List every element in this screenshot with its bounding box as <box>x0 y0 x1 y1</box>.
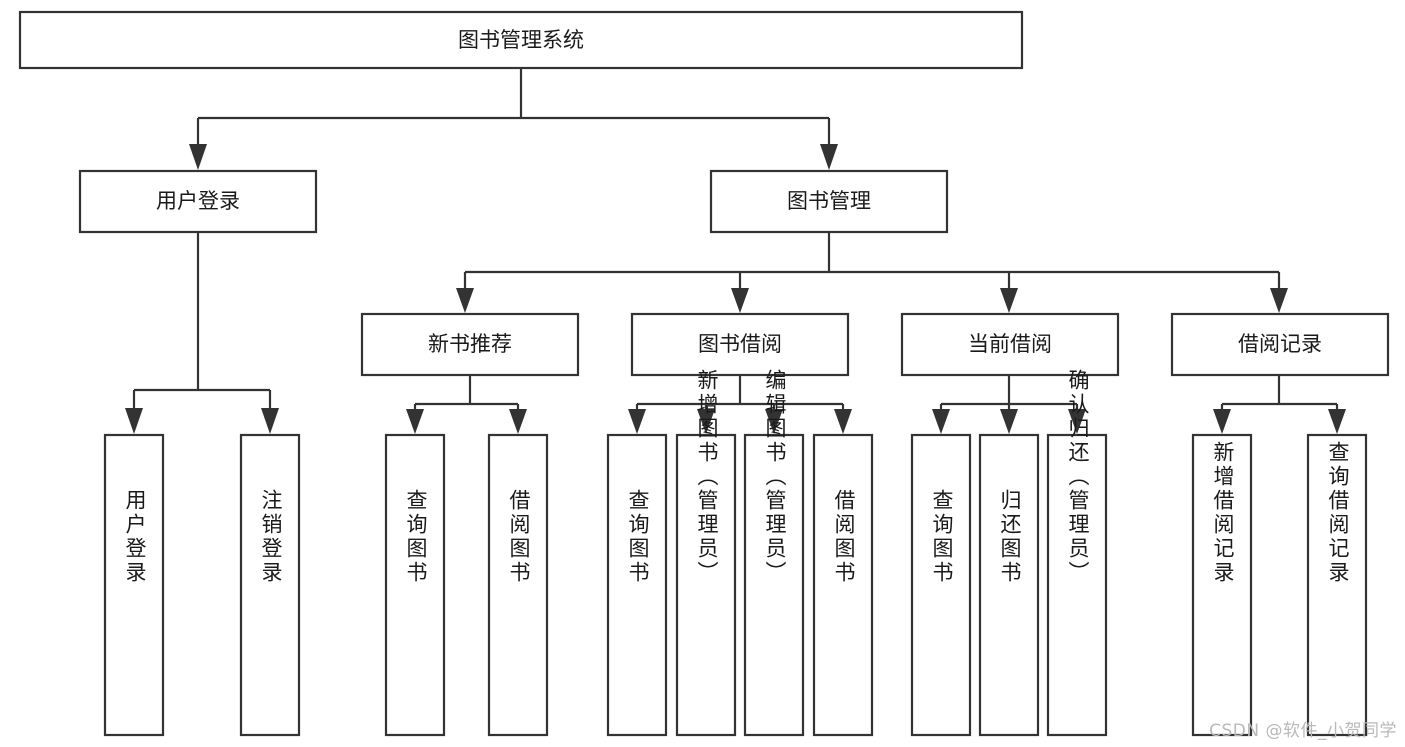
arrow-to-leaf-user-login <box>125 408 143 434</box>
node-user-login-box[interactable] <box>78 169 318 234</box>
connector-group-user-login <box>125 232 279 434</box>
leaf-query-book-2-box[interactable] <box>606 433 668 737</box>
node-current-borrow-box[interactable] <box>900 312 1120 377</box>
leaf-borrow-book-2-label: 借阅图书 <box>832 489 856 585</box>
leaf-borrow-book-1-box[interactable] <box>487 433 549 737</box>
leaf-query-record-box[interactable] <box>1306 433 1368 737</box>
connector-group-borrow-record <box>1213 375 1346 434</box>
leaf-borrow-book-1-label: 借阅图书 <box>507 489 531 585</box>
arrow-root-to-book-manage <box>820 144 838 170</box>
leaf-user-login-label: 用户登录 <box>123 489 147 585</box>
arrow-to-leaf-borrow-book-1 <box>509 409 527 434</box>
node-borrow-record[interactable]: 借阅记录 <box>1170 312 1390 377</box>
node-current-borrow[interactable]: 当前借阅 <box>900 312 1120 377</box>
leaf-confirm-return-label: 确认归还（管理员） <box>1066 369 1090 585</box>
node-root-box[interactable] <box>18 10 1024 70</box>
leaf-logout-label: 注销登录 <box>259 489 283 585</box>
leaf-query-book-3-box[interactable] <box>910 433 972 737</box>
arrow-to-borrow-record <box>1270 288 1288 313</box>
leaf-add-book[interactable]: 新增图书（管理员） <box>675 369 737 737</box>
connector-group-book-manage <box>456 232 1288 313</box>
leaf-return-book-box[interactable] <box>978 433 1040 737</box>
leaf-logout[interactable]: 注销登录 <box>239 433 301 737</box>
arrow-to-leaf-query-record <box>1328 409 1346 434</box>
arrow-to-leaf-borrow-book-2 <box>834 409 852 434</box>
arrow-to-current-borrow <box>1000 288 1018 313</box>
leaf-edit-book-label: 编辑图书（管理员） <box>763 369 787 585</box>
arrow-to-leaf-query-book-3 <box>932 409 950 434</box>
node-new-book-rec-label: 新书推荐 <box>428 332 512 356</box>
leaf-query-record-label: 查询借阅记录 <box>1326 441 1350 585</box>
arrow-to-book-borrow <box>731 288 749 313</box>
leaf-borrow-book-1[interactable]: 借阅图书 <box>487 433 549 737</box>
arrow-to-leaf-logout <box>261 408 279 434</box>
leaf-user-login[interactable]: 用户登录 <box>103 433 165 737</box>
node-current-borrow-label: 当前借阅 <box>968 332 1052 356</box>
node-user-login-label: 用户登录 <box>156 189 240 213</box>
leaf-query-book-3-label: 查询图书 <box>930 489 954 585</box>
arrow-to-leaf-add-record <box>1213 409 1231 434</box>
node-book-borrow-label: 图书借阅 <box>698 332 782 356</box>
arrow-to-leaf-query-book-1 <box>406 409 424 434</box>
connector-group-current-borrow <box>932 375 1086 434</box>
leaf-add-record[interactable]: 新增借阅记录 <box>1191 433 1253 737</box>
leaf-borrow-book-2[interactable]: 借阅图书 <box>812 433 874 737</box>
node-new-book-rec[interactable]: 新书推荐 <box>360 312 580 377</box>
leaf-return-book-label: 归还图书 <box>998 489 1022 585</box>
leaf-confirm-return-box[interactable] <box>1046 433 1108 737</box>
connector-group-book-borrow <box>628 375 852 434</box>
node-book-manage-label: 图书管理 <box>787 189 871 213</box>
leaf-user-login-box[interactable] <box>103 433 165 737</box>
arrow-to-leaf-return-book <box>1000 409 1018 434</box>
node-new-book-rec-box[interactable] <box>360 312 580 377</box>
leaf-query-book-2-label: 查询图书 <box>626 489 650 585</box>
node-root[interactable]: 图书管理系统 <box>18 10 1024 70</box>
leaf-add-book-label: 新增图书（管理员） <box>695 369 719 585</box>
node-borrow-record-label: 借阅记录 <box>1238 332 1322 356</box>
node-book-borrow-box[interactable] <box>630 312 850 377</box>
arrow-to-leaf-add-book <box>697 409 715 434</box>
node-root-label: 图书管理系统 <box>458 28 584 52</box>
node-book-borrow[interactable]: 图书借阅 <box>630 312 850 377</box>
node-book-manage[interactable]: 图书管理 <box>709 169 949 234</box>
leaf-add-book-box[interactable] <box>675 433 737 737</box>
node-user-login[interactable]: 用户登录 <box>78 169 318 234</box>
node-book-manage-box[interactable] <box>709 169 949 234</box>
leaf-query-book-1[interactable]: 查询图书 <box>384 433 446 737</box>
leaf-edit-book-box[interactable] <box>743 433 805 737</box>
arrow-to-leaf-query-book-2 <box>628 409 646 434</box>
leaf-logout-box[interactable] <box>239 433 301 737</box>
connector-group-root <box>189 68 838 170</box>
leaf-borrow-book-2-box[interactable] <box>812 433 874 737</box>
arrow-to-leaf-edit-book <box>765 409 783 434</box>
leaf-query-book-1-box[interactable] <box>384 433 446 737</box>
leaf-confirm-return[interactable]: 确认归还（管理员） <box>1046 369 1108 737</box>
node-borrow-record-box[interactable] <box>1170 312 1390 377</box>
arrow-to-new-book-rec <box>456 288 474 313</box>
leaf-query-book-2[interactable]: 查询图书 <box>606 433 668 737</box>
leaf-add-record-label: 新增借阅记录 <box>1211 441 1235 585</box>
leaf-add-record-box[interactable] <box>1191 433 1253 737</box>
leaf-query-record[interactable]: 查询借阅记录 <box>1306 433 1368 737</box>
arrow-to-leaf-confirm-return <box>1068 409 1086 434</box>
arrow-root-to-user-login <box>189 144 207 170</box>
connector-group-new-book-rec <box>406 375 527 434</box>
leaf-return-book[interactable]: 归还图书 <box>978 433 1040 737</box>
leaf-query-book-3[interactable]: 查询图书 <box>910 433 972 737</box>
leaf-edit-book[interactable]: 编辑图书（管理员） <box>743 369 805 737</box>
leaf-query-book-1-label: 查询图书 <box>404 489 428 585</box>
